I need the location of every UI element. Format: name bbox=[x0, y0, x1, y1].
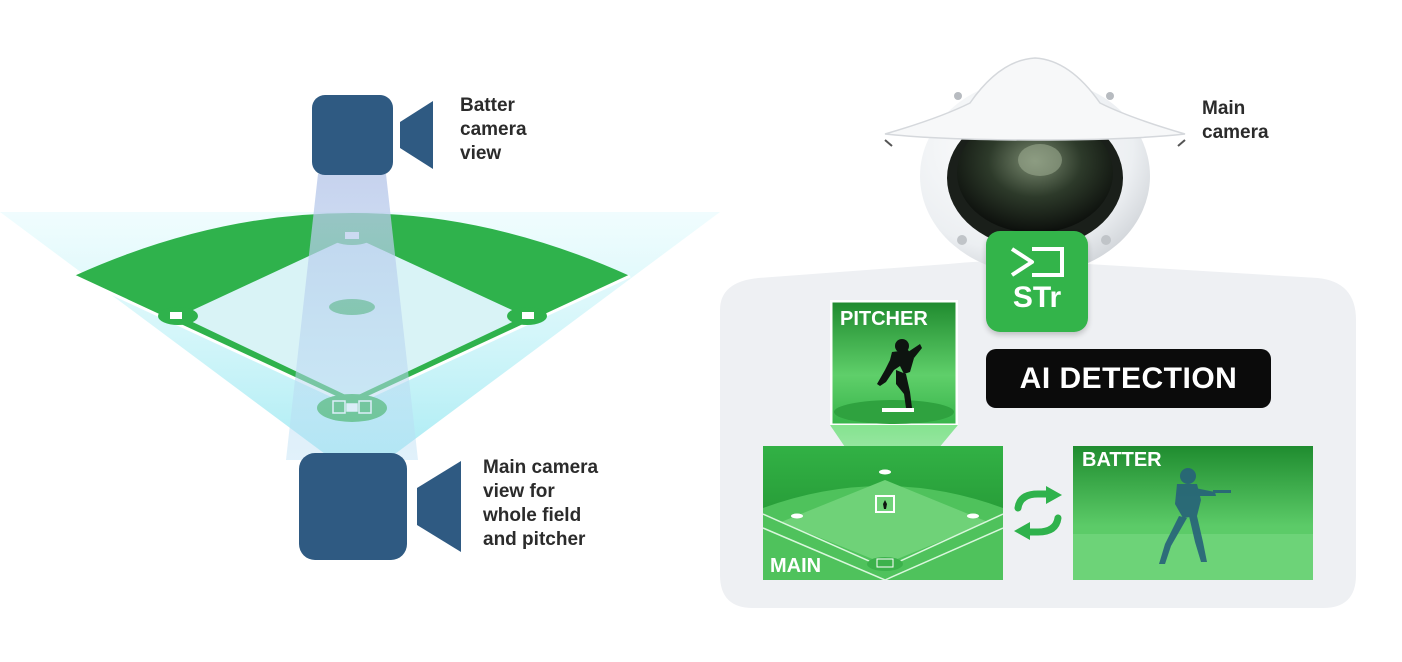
main-camera-view-label: Main camera view for whole field and pit… bbox=[483, 456, 598, 552]
app-name: STr bbox=[1012, 281, 1062, 314]
video-camera-icon bbox=[299, 453, 461, 560]
main-camera-label: Main camera bbox=[1202, 97, 1269, 145]
batter-view-label: BATTER bbox=[1082, 449, 1162, 471]
label-line: view bbox=[460, 143, 502, 164]
switch-arrows-icon bbox=[1014, 486, 1062, 540]
dome-camera bbox=[884, 57, 1186, 274]
str-app-badge: STr bbox=[986, 231, 1088, 332]
label-line: Batter bbox=[460, 95, 515, 116]
label-line: and pitcher bbox=[483, 529, 586, 550]
field-camera-diagram bbox=[0, 95, 720, 560]
pitcher-view-thumbnail bbox=[830, 300, 958, 426]
str-app-icon bbox=[1010, 247, 1064, 277]
label-line: view for bbox=[483, 481, 555, 502]
label-line: camera bbox=[1202, 122, 1269, 143]
batter-silhouette bbox=[1159, 468, 1231, 564]
video-camera-icon bbox=[312, 95, 433, 175]
label-line: Main camera bbox=[483, 457, 599, 478]
main-view-thumbnail bbox=[763, 446, 1003, 580]
ai-detection-badge: AI DETECTION bbox=[986, 349, 1271, 408]
batter-camera-label: Batter camera view bbox=[460, 94, 527, 166]
batter-view-thumbnail bbox=[1073, 446, 1313, 580]
label-line: camera bbox=[460, 119, 527, 140]
batter-camera-view-beam bbox=[286, 174, 418, 460]
label-line: whole field bbox=[483, 505, 582, 526]
ai-detection-text: AI DETECTION bbox=[1019, 361, 1238, 395]
pitcher-view-label: PITCHER bbox=[840, 308, 928, 330]
pitcher-silhouette bbox=[877, 339, 922, 408]
main-view-label: MAIN bbox=[770, 555, 822, 577]
label-line: Main bbox=[1202, 98, 1246, 119]
